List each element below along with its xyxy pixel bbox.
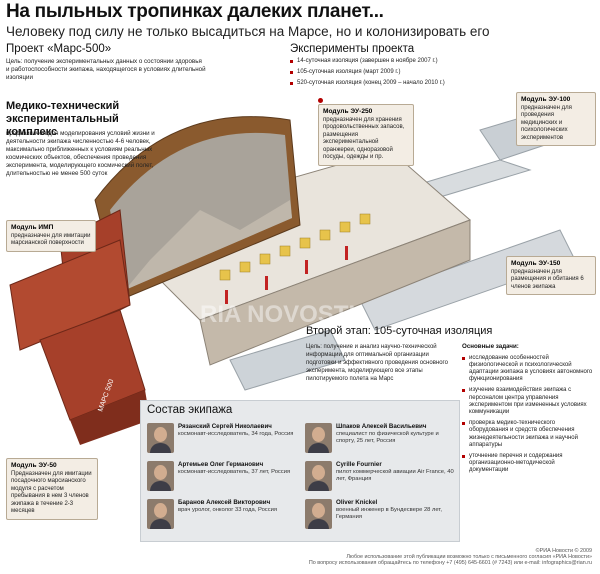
experiment-item: 520-суточная изоляция (конец 2009 – нача… <box>290 80 500 87</box>
avatar <box>147 423 174 453</box>
experiment-item: 105-суточная изоляция (март 2009 г.) <box>290 69 500 76</box>
page-title: На пыльных тропинках далеких планет... <box>6 1 384 22</box>
module-eu150-card: Модуль ЭУ-150 предназначен для размещени… <box>506 256 596 295</box>
task-item: исследование особенностей физиологическо… <box>462 355 594 384</box>
mars500-complex-illustration: МАРС 500 RIA NOVOSTI <box>9 99 591 445</box>
module-eu100-card: Модуль ЭУ-100 предназначен для проведени… <box>516 92 596 146</box>
habitat-module-eu150 <box>109 149 471 366</box>
pointer-dot <box>318 98 323 103</box>
module-eu250-card: Модуль ЭУ-250 предназначен для хранения … <box>318 104 414 166</box>
experiments-title: Эксперименты проекта <box>290 43 415 55</box>
tasks-title: Основные задачи: <box>462 343 519 350</box>
avatar <box>305 499 332 529</box>
avatar <box>305 461 332 491</box>
avatar <box>147 499 174 529</box>
watermark: RIA NOVOSTI <box>200 301 355 328</box>
complex-title: Медико-технический экспериментальный ком… <box>6 100 120 138</box>
crew-panel: Состав экипажа Рязанский Сергей Николаев… <box>140 400 460 542</box>
complex-description: предназначен для моделирования условий ж… <box>6 130 155 177</box>
project-title: Проект «Марс-500» <box>6 43 112 55</box>
avatar <box>147 461 174 491</box>
avatar <box>305 423 332 453</box>
module-eu50-card: Модуль ЭУ-50 Предназначен для имитации п… <box>6 458 98 520</box>
landing-module-eu50: МАРС 500 <box>39 309 150 445</box>
module-imp-card: Модуль ИМП предназначен для имитации мар… <box>6 220 96 252</box>
task-item: проверка медико-технического оборудовани… <box>462 420 594 449</box>
usage-note: Любое использование этой публикации возм… <box>346 554 592 560</box>
experiment-item: 14-суточная изоляция (завершен в ноябре … <box>290 58 500 65</box>
crew-title: Состав экипажа <box>147 404 233 416</box>
stage2-title: Второй этап: 105-суточная изоляция <box>306 325 493 337</box>
footer: ©РИА Новости © 2009 Любое использование … <box>212 548 592 566</box>
mars-surface-module-imp <box>9 116 301 351</box>
stage2-goal: Цель: получение и анализ научно-техничес… <box>306 344 448 382</box>
task-item: уточнение перечня и содержания организац… <box>462 453 594 475</box>
task-item: изучение взаимодействия экипажа с персон… <box>462 387 594 416</box>
experiments-list: 14-суточная изоляция (завершен в ноябре … <box>290 58 500 92</box>
stage2-tasks: Основные задачи: исследование особенност… <box>462 343 594 479</box>
project-goal: Цель: получение экспериментальных данных… <box>6 58 206 81</box>
contact-note: По вопросу использования обращайтесь по … <box>308 560 592 566</box>
copyright: ©РИА Новости © 2009 <box>535 548 592 554</box>
page-subtitle: Человеку под силу не только высадиться н… <box>6 24 490 39</box>
